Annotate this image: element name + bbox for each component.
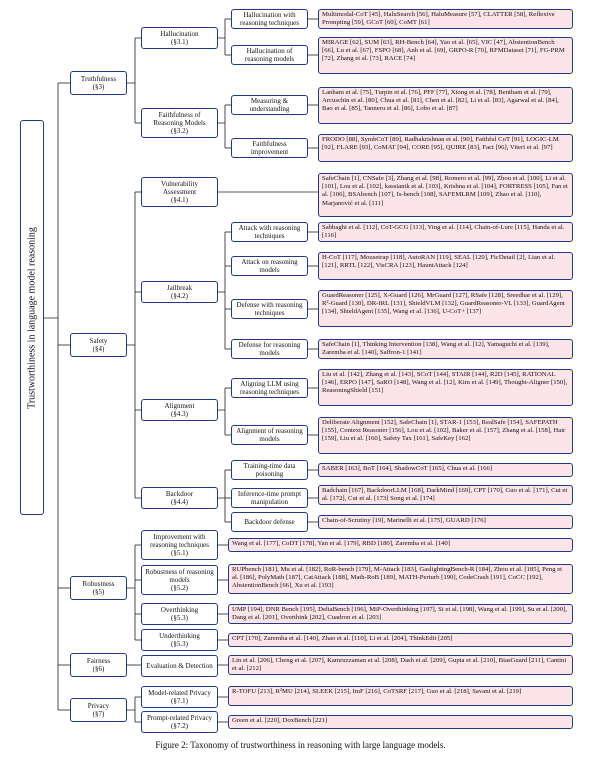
subcategory-label: Backdoor bbox=[165, 490, 194, 498]
subcategory-improvement: Improvement with reasoning techniques(§5… bbox=[141, 530, 218, 560]
leaf-underthinking: CPT [170], Zaremba et al. [140], Zhao et… bbox=[228, 633, 573, 647]
leaf-hallucination-models: MIRAGE [62], SUM [63], RH-Bench [64], Ya… bbox=[318, 37, 573, 74]
leaf-faithfulness-improvement: FRODO [88], SymbCoT [89], Radhakrishnan … bbox=[318, 134, 573, 162]
subcategory-underthinking: Underthinking(§5.3) bbox=[141, 629, 218, 651]
subcategory-section: (§4.4) bbox=[171, 498, 188, 506]
group-hallucination-models: Hallucination of reasoning models bbox=[231, 45, 308, 65]
subcategory-section: (§4.3) bbox=[171, 410, 188, 418]
subcategory-vulnerability: Vulnerability Assessment(§4.1) bbox=[141, 177, 218, 207]
subcategory-label: Model-related Privacy bbox=[148, 689, 211, 697]
subcategory-section: (§7.2) bbox=[171, 722, 188, 730]
subcategory-label: Underthinking bbox=[159, 632, 200, 640]
subcategory-label: Hallucination bbox=[160, 30, 199, 38]
leaf-backdoor-defense: Chain-of-Scrutiny [19], Marinelli et al.… bbox=[318, 515, 573, 529]
leaf-measuring: Lanham et al. [75], Turpin et al. [76], … bbox=[318, 87, 573, 124]
subcategory-section: (§5.3) bbox=[171, 640, 188, 648]
leaf-fairness: Lin et al. [206], Cheng et al. [207], Ka… bbox=[228, 655, 573, 675]
subcategory-jailbreak: Jailbreak(§4.2) bbox=[141, 281, 218, 303]
group-measuring: Measuring & understanding bbox=[231, 95, 308, 115]
group-defense-techniques: Defense with reasoning techniques bbox=[231, 299, 308, 319]
group-defense-models: Defense for reasoning models bbox=[231, 339, 308, 359]
category-label: Robustness bbox=[82, 580, 115, 588]
group-backdoor-defense: Backdoor defense bbox=[231, 512, 308, 532]
subcategory-section: (§3.1) bbox=[171, 38, 188, 46]
category-label: Privacy bbox=[87, 702, 110, 710]
subcategory-section: (§5.3) bbox=[171, 614, 188, 622]
subcategory-section: (§5.1) bbox=[171, 549, 188, 557]
leaf-attack-models: H-CoT [117], Mousetrap [118], AutoRAN [1… bbox=[318, 252, 573, 280]
category-truthfulness: Truthfulness(§3) bbox=[70, 71, 127, 95]
leaf-attack-techniques: Sabbaghi et al. [112], CoT-GCG [113], Yi… bbox=[318, 222, 573, 242]
leaf-data-poisoning: SABER [163], BoT [164], ShadowCoT [165],… bbox=[318, 463, 573, 477]
subcategory-hallucination: Hallucination(§3.1) bbox=[141, 27, 218, 49]
subcategory-faithfulness: Faithfulness of Reasoning Models(§3.2) bbox=[141, 108, 218, 138]
subcategory-section: (§4.2) bbox=[171, 292, 188, 300]
leaf-robustness-reasoning: RUPbench [181], Mu et al. [182], RoR-ben… bbox=[228, 564, 573, 594]
subcategory-alignment: Alignment(§4.3) bbox=[141, 399, 218, 421]
subcategory-section: (§7.1) bbox=[171, 697, 188, 705]
group-attack-techniques: Attack with reasoning techniques bbox=[231, 222, 308, 242]
subcategory-label: Evaluation & Detection bbox=[146, 662, 213, 670]
leaf-defense-techniques: GuardReasoner [125], X-Guard [126], MrGu… bbox=[318, 290, 573, 327]
group-attack-models: Attack on reasoning models bbox=[231, 256, 308, 276]
subcategory-robustness-reasoning: Robustness of reasoning models(§5.2) bbox=[141, 565, 218, 595]
figure-caption: Figure 2: Taxonomy of trustworthiness in… bbox=[155, 740, 446, 750]
leaf-alignment-models: Deliberate Alignment [152], SafeChain [1… bbox=[318, 417, 573, 454]
leaf-prompt-manipulation: Badchain [167], BackdoorLLM [168], DarkM… bbox=[318, 485, 573, 505]
root-label: Trustworthiness in language model reason… bbox=[26, 226, 38, 409]
leaf-hallucination-techniques: Multimodal-CoT [45], HaluSearch [56], Ha… bbox=[318, 9, 573, 29]
category-section: (§3) bbox=[92, 83, 105, 91]
category-section: (§5) bbox=[92, 588, 105, 596]
leaf-defense-models: SafeChain [1], Thinking Intervention [13… bbox=[318, 339, 573, 359]
subcategory-backdoor: Backdoor(§4.4) bbox=[141, 487, 218, 509]
leaf-aligning-llm: Liu et al. [142], Zhang et al. [143], SC… bbox=[318, 369, 573, 406]
subcategory-section: (§5.2) bbox=[171, 584, 188, 592]
category-privacy: Privacy(§7) bbox=[70, 698, 127, 722]
category-label: Safety bbox=[89, 337, 108, 345]
group-hallucination-techniques: Hallucination with reasoning techniques bbox=[231, 9, 308, 29]
group-aligning-llm: Aligning LLM using reasoning techniques bbox=[231, 378, 308, 398]
category-label: Truthfulness bbox=[80, 75, 117, 83]
subcategory-label: Prompt-related Privacy bbox=[146, 714, 213, 722]
subcategory-label: Alignment bbox=[164, 402, 195, 410]
subcategory-model-privacy: Model-related Privacy(§7.1) bbox=[141, 686, 218, 708]
group-alignment-models: Alignment of reasoning models bbox=[231, 425, 308, 445]
subcategory-evaluation: Evaluation & Detection bbox=[141, 655, 218, 677]
category-section: (§6) bbox=[92, 665, 105, 673]
subcategory-label: Overthinking bbox=[160, 606, 199, 614]
category-section: (§4) bbox=[92, 345, 105, 353]
category-safety: Safety(§4) bbox=[70, 333, 127, 357]
subcategory-label: Robustness of reasoning models bbox=[145, 568, 214, 584]
root-node: Trustworthiness in language model reason… bbox=[20, 120, 44, 515]
category-fairness: Fairness(§6) bbox=[70, 653, 127, 677]
subcategory-section: (§3.2) bbox=[171, 127, 188, 135]
category-section: (§7) bbox=[92, 710, 105, 718]
subcategory-label: Improvement with reasoning techniques bbox=[150, 533, 209, 549]
subcategory-section: (§4.1) bbox=[171, 196, 188, 204]
group-prompt-manipulation: Inference-time prompt manipulation bbox=[231, 488, 308, 508]
leaf-prompt-privacy: Green et al. [220], DoxBench [221] bbox=[228, 715, 573, 729]
subcategory-label: Jailbreak bbox=[166, 284, 193, 292]
leaf-vulnerability: SafeChain [1], CNSafe [3], Zhang et al. … bbox=[318, 173, 573, 217]
subcategory-label: Faithfulness of Reasoning Models bbox=[153, 111, 206, 127]
category-label: Fairness bbox=[86, 657, 111, 665]
subcategory-label: Vulnerability Assessment bbox=[161, 180, 198, 196]
subcategory-overthinking: Overthinking(§5.3) bbox=[141, 603, 218, 625]
subcategory-prompt-privacy: Prompt-related Privacy(§7.2) bbox=[141, 711, 218, 733]
group-faithfulness-improvement: Faithfulness improvement bbox=[231, 138, 308, 158]
leaf-model-privacy: R-TOFU [213], R²MU [214], SLEEK [215], I… bbox=[228, 686, 573, 706]
category-robustness: Robustness(§5) bbox=[70, 576, 127, 600]
leaf-improvement: Wang et al. [177], CoDT [178], Yan et al… bbox=[228, 538, 573, 552]
leaf-overthinking: UMP [194], DNR Bench [195], DeltaBench [… bbox=[228, 604, 573, 624]
group-data-poisoning: Training-time data poisoning bbox=[231, 460, 308, 480]
